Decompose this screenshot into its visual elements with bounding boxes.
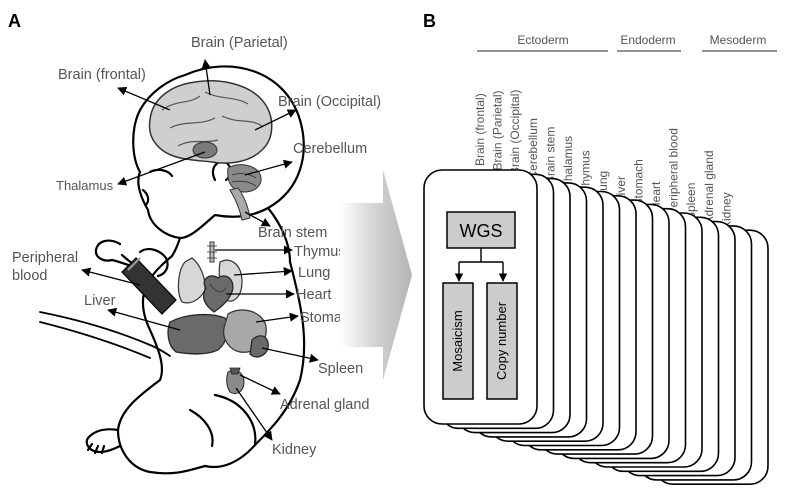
organ-pointer-arrows	[81, 59, 319, 441]
baby-illustration	[39, 65, 306, 475]
label-kidney: Kidney	[272, 442, 317, 458]
adrenal-kidney-shape	[226, 367, 245, 395]
tissue-label-5: Brain stem	[543, 127, 557, 184]
copy-number-label: Copy number	[494, 301, 509, 380]
label-peripheral: Peripheral	[12, 250, 78, 266]
group-mesoderm: Mesoderm	[710, 33, 767, 47]
panel-b-letter: B	[423, 11, 436, 31]
tissue-label-3: Brain (Occipital)	[508, 90, 522, 175]
panel-a-labels: Brain (Parietal) Brain (frontal) Brain (…	[12, 35, 381, 458]
tissue-label-15: Kidney	[719, 192, 733, 229]
tissue-label-14: Adrenal gland	[702, 150, 716, 224]
spleen-shape	[249, 335, 269, 358]
tissue-label-10: Stomach	[631, 159, 645, 206]
mosaicism-box	[442, 282, 474, 400]
label-thalamus: Thalamus	[56, 178, 114, 193]
tissue-label-1: Brain (frontal)	[473, 93, 487, 166]
workflow-connectors	[454, 248, 508, 282]
group-ectoderm: Ectoderm	[517, 33, 568, 47]
label-thymus: Thymus	[294, 244, 346, 260]
label-lung: Lung	[298, 265, 330, 281]
wgs-workflow: WGS Mosaicism Copy number	[442, 211, 518, 400]
label-brain-occipital: Brain (Occipital)	[278, 94, 381, 110]
label-spleen: Spleen	[318, 361, 363, 377]
sample-card-1	[423, 169, 538, 425]
tissue-label-13: Spleen	[684, 183, 698, 220]
tissue-label-7: Thymus	[579, 150, 593, 193]
label-brain-stem: Brain stem	[258, 225, 327, 241]
big-transition-arrow	[340, 170, 412, 380]
mosaicism-label: Mosaicism	[450, 310, 465, 371]
label-adrenal-gland: Adrenal gland	[280, 397, 370, 413]
label-heart: Heart	[296, 287, 331, 303]
label-brain-frontal: Brain (frontal)	[58, 67, 146, 83]
label-brain-parietal: Brain (Parietal)	[191, 35, 288, 51]
tissue-label-11: Heart	[649, 181, 663, 211]
tissue-label-2: Brain (Parietal)	[491, 90, 505, 170]
thymus-shape	[207, 241, 217, 263]
wgs-label: WGS	[460, 221, 503, 241]
heart-shape	[202, 275, 234, 313]
label-liver: Liver	[84, 293, 116, 309]
label-blood: blood	[12, 268, 47, 284]
liver-shape	[167, 313, 229, 355]
copy-number-box	[486, 282, 518, 400]
brain-shape	[148, 80, 273, 221]
tissue-label-6: Thalamus	[561, 136, 575, 189]
label-cerebellum: Cerebellum	[293, 141, 367, 157]
wgs-box	[446, 211, 516, 249]
panel-a-letter: A	[8, 11, 21, 31]
tissue-label-12: Peripheral blood	[667, 128, 681, 215]
group-endoderm: Endoderm	[620, 33, 675, 47]
tissue-label-4: Cerebellum	[526, 118, 540, 179]
germ-layer-headers: Ectoderm Endoderm Mesoderm	[517, 33, 766, 47]
peripheral-blood-tube	[121, 257, 177, 315]
